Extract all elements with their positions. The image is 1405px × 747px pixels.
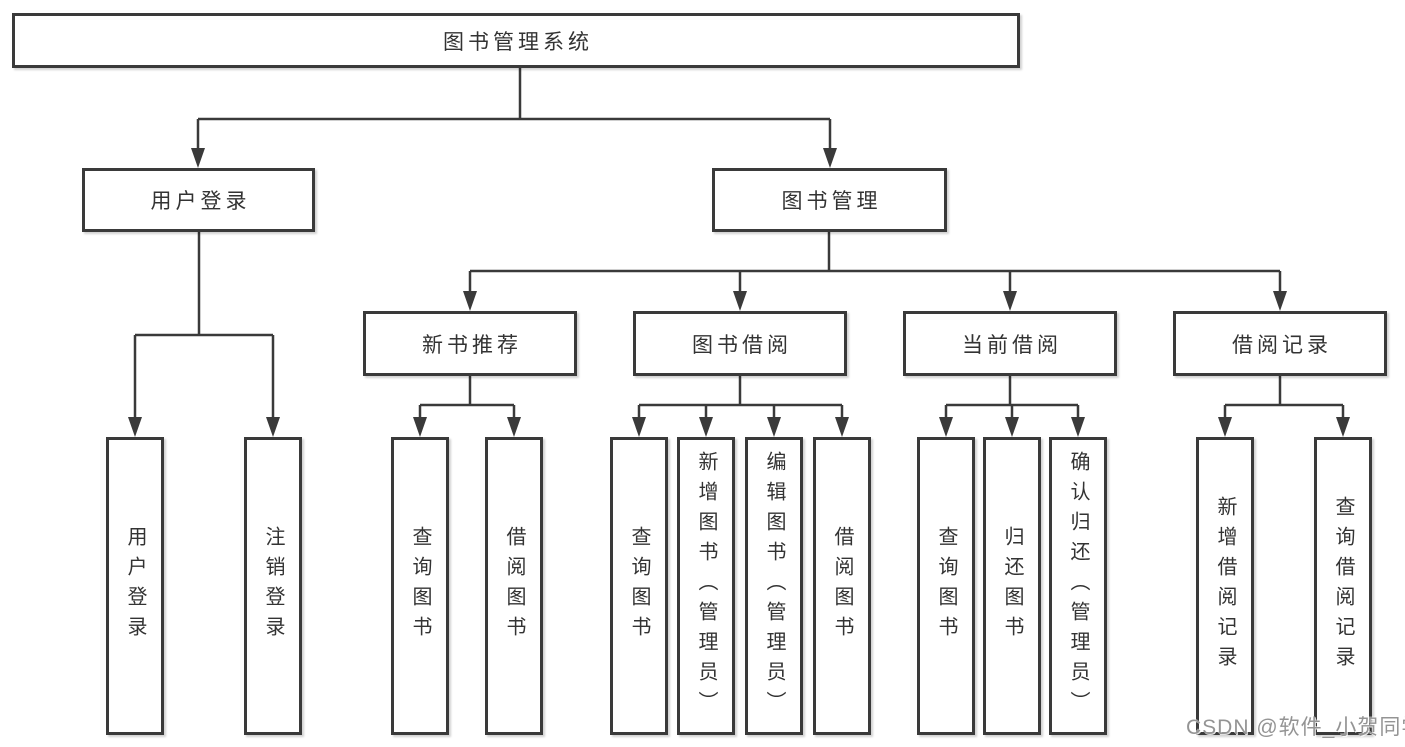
arrowhead: [191, 148, 205, 168]
connector-user-login-branch: [133, 232, 275, 419]
node-label: 图书借阅: [692, 333, 792, 357]
arrowhead: [767, 417, 781, 437]
node-borrow-records: 借阅记录: [1173, 311, 1387, 376]
leaf-add-borrow-record: 新增借阅记录: [1196, 437, 1254, 735]
node-label: 查询借阅记录: [1332, 496, 1354, 676]
node-new-book-recommend: 新书推荐: [363, 311, 577, 376]
leaf-query-books-borrow: 查询图书: [610, 437, 668, 735]
node-label: 新增借阅记录: [1214, 496, 1236, 676]
node-current-borrow: 当前借阅: [903, 311, 1117, 376]
node-label: 借阅记录: [1232, 333, 1332, 357]
connector-new-book-fan: [418, 376, 516, 419]
arrowhead: [266, 417, 280, 437]
leaf-query-books-current: 查询图书: [917, 437, 975, 735]
node-label: 查询图书: [628, 526, 650, 646]
node-label: 确认归还（管理员）: [1067, 451, 1089, 721]
leaf-logout: 注销登录: [244, 437, 302, 735]
leaf-user-login: 用户登录: [106, 437, 164, 735]
connector-book-management-branch: [468, 232, 1282, 293]
leaf-add-books-admin: 新增图书（管理员）: [677, 437, 735, 735]
connector-lines: [133, 68, 1345, 419]
arrowhead: [1005, 417, 1019, 437]
leaf-query-books-recommend: 查询图书: [391, 437, 449, 735]
arrowhead: [1336, 417, 1350, 437]
arrowhead: [463, 291, 477, 311]
arrowhead: [632, 417, 646, 437]
arrowhead: [507, 417, 521, 437]
node-root-system: 图书管理系统: [12, 13, 1020, 68]
node-label: 归还图书: [1001, 526, 1023, 646]
connector-book-borrow-fan: [637, 376, 844, 419]
leaf-query-borrow-record: 查询借阅记录: [1314, 437, 1372, 735]
arrowhead: [1071, 417, 1085, 437]
leaf-confirm-return-admin: 确认归还（管理员）: [1049, 437, 1107, 735]
arrowhead: [699, 417, 713, 437]
arrowhead: [1003, 291, 1017, 311]
connector-borrow-records-fan: [1223, 376, 1345, 419]
node-label: 查询图书: [409, 526, 431, 646]
node-label: 新书推荐: [422, 333, 522, 357]
arrowhead: [733, 291, 747, 311]
csdn-watermark: CSDN @软件_小贺同学: [1186, 716, 1405, 739]
node-label: 当前借阅: [962, 333, 1062, 357]
node-label: 用户登录: [124, 526, 146, 646]
leaf-borrow-books: 借阅图书: [813, 437, 871, 735]
arrowhead: [823, 148, 837, 168]
node-label: 图书管理: [781, 190, 882, 213]
connector-root-to-level1: [196, 68, 832, 150]
node-label: 查询图书: [935, 526, 957, 646]
node-label: 用户登录: [150, 190, 251, 213]
node-label: 新增图书（管理员）: [695, 451, 717, 721]
node-book-borrow: 图书借阅: [633, 311, 847, 376]
arrowhead: [939, 417, 953, 437]
arrowhead: [1273, 291, 1287, 311]
node-label: 借阅图书: [503, 526, 525, 646]
node-user-login: 用户登录: [82, 168, 315, 232]
node-label: 编辑图书（管理员）: [763, 451, 785, 721]
leaf-return-books: 归还图书: [983, 437, 1041, 735]
arrowhead: [128, 417, 142, 437]
node-label: 图书管理系统: [443, 30, 593, 54]
arrowhead: [413, 417, 427, 437]
leaf-borrow-books-recommend: 借阅图书: [485, 437, 543, 735]
leaf-edit-books-admin: 编辑图书（管理员）: [745, 437, 803, 735]
node-label: 借阅图书: [831, 526, 853, 646]
connector-current-borrow-fan: [944, 376, 1080, 419]
node-label: 注销登录: [262, 526, 284, 646]
arrowheads: [128, 148, 1350, 437]
node-book-management: 图书管理: [712, 168, 947, 232]
arrowhead: [1218, 417, 1232, 437]
arrowhead: [835, 417, 849, 437]
